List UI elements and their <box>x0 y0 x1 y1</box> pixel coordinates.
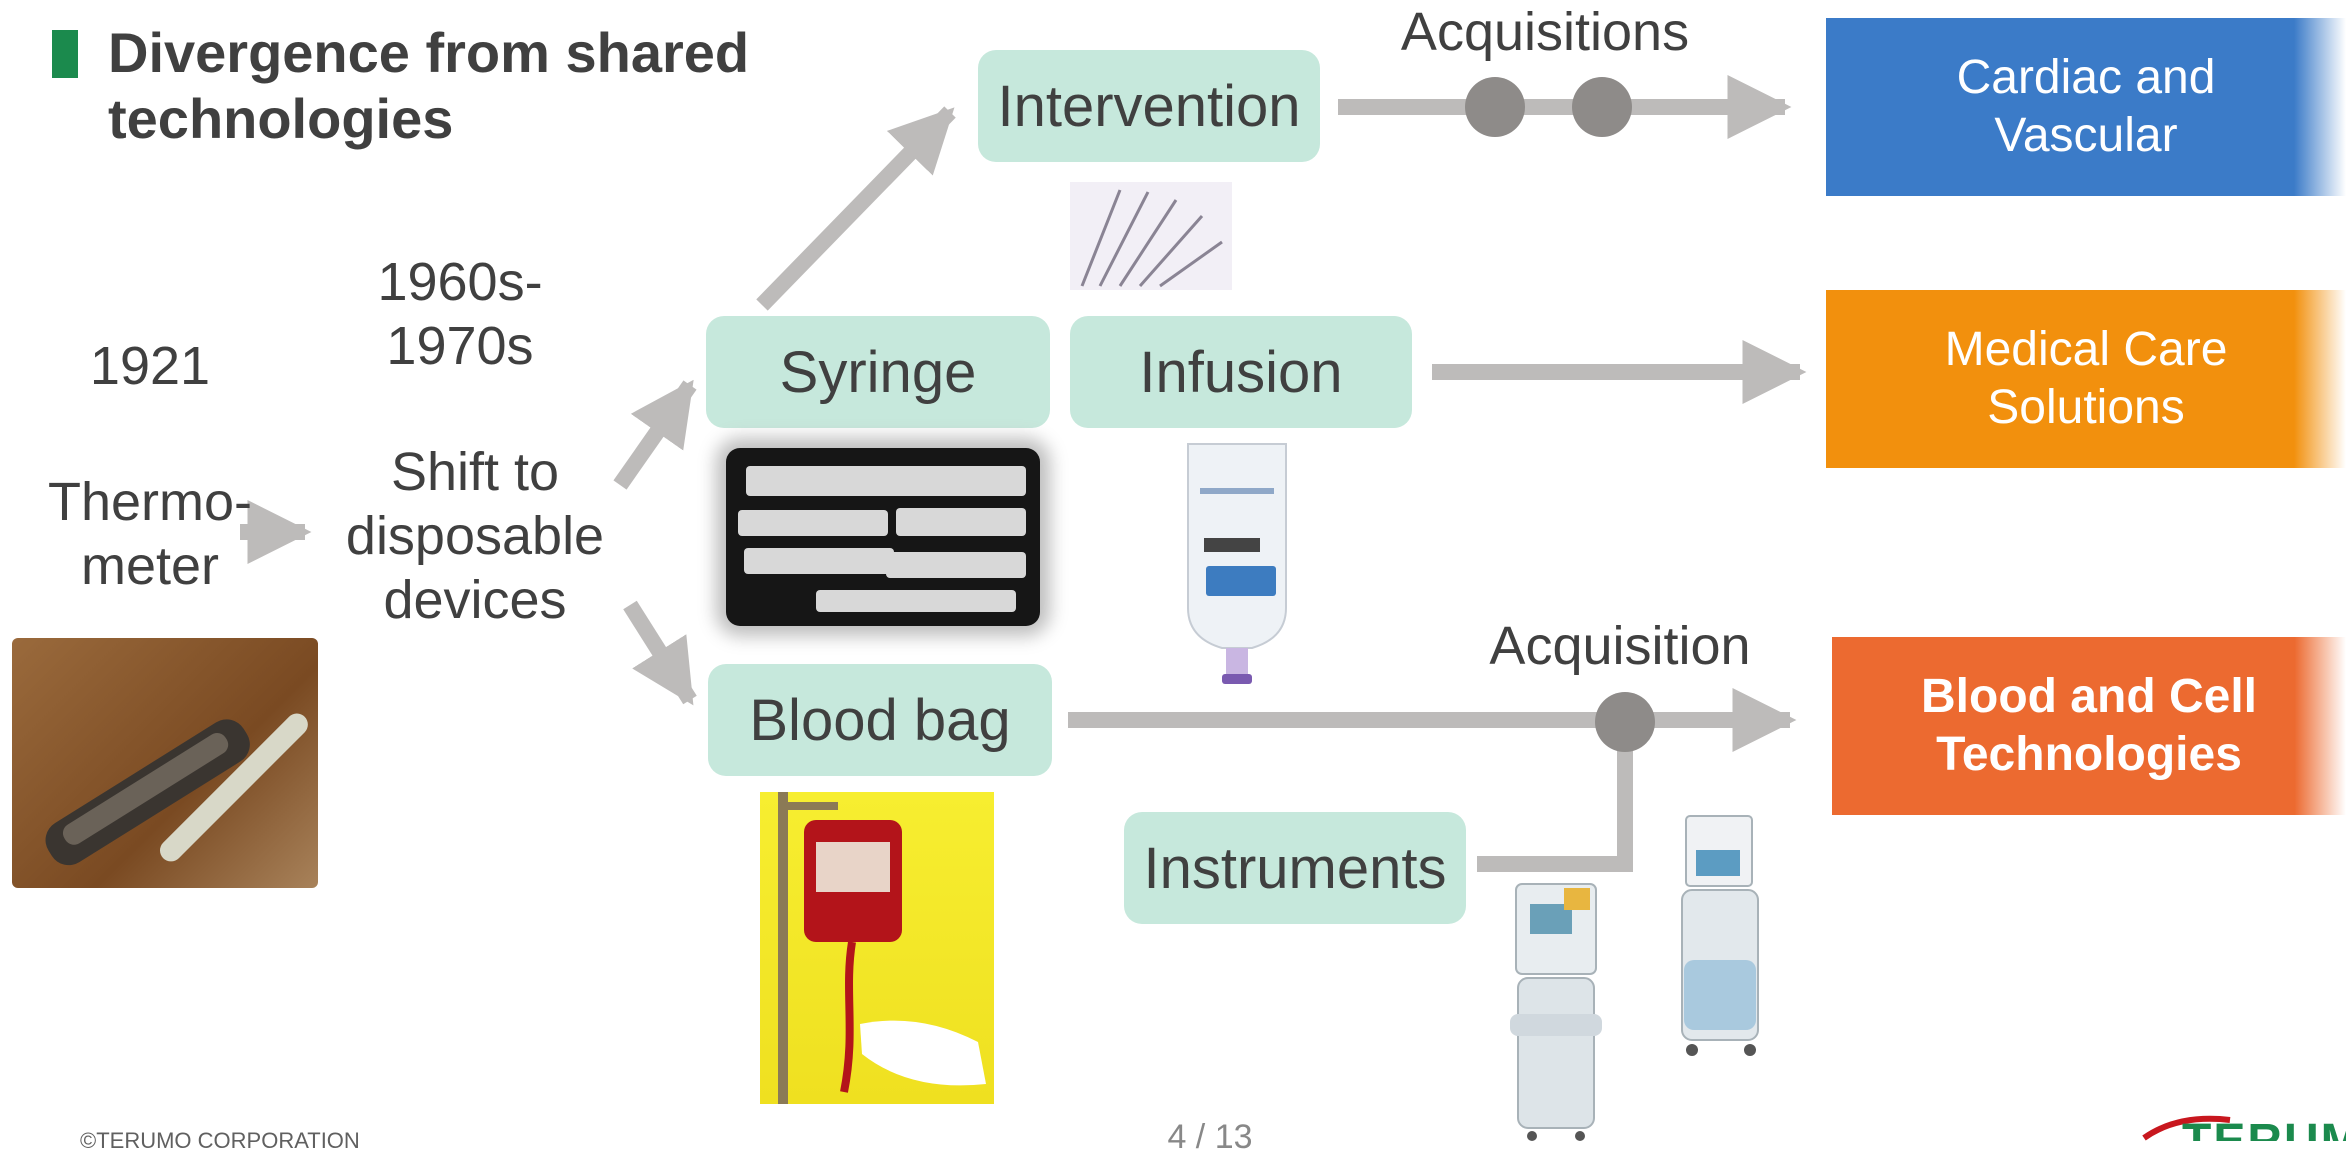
connector-instruments-to-acquisition <box>1477 722 1633 872</box>
node-syringe: Syringe <box>706 316 1050 428</box>
arrow-syringe-to-intervention <box>756 106 956 311</box>
copyright-text: ©TERUMO CORPORATION <box>80 1128 360 1153</box>
blood-bag-photo <box>760 792 994 1104</box>
outcome-blood-and-cell-technologies: Blood and Cell Technologies <box>1832 637 2346 815</box>
years-1960s-label: 1960s- 1970s <box>377 252 543 376</box>
page-title: Divergence from shared technologies <box>108 21 750 150</box>
acquisitions-label: Acquisitions <box>1400 2 1690 62</box>
acquisition-dot-1 <box>1465 77 1525 137</box>
year-1921-label: 1921 <box>89 336 211 396</box>
node-infusion: Infusion <box>1070 316 1412 428</box>
acquisition-dot-2 <box>1572 77 1632 137</box>
page-number: 4 / 13 <box>1167 1118 1253 1156</box>
outcome-cardiac-and-vascular: Cardiac and Vascular <box>1826 18 2346 196</box>
shift-label: Shift to disposable devices <box>345 442 605 630</box>
acquisition-dot-3 <box>1595 692 1655 752</box>
arrow-shift-to-blood-bag <box>623 600 697 706</box>
acquisition-label: Acquisition <box>1489 616 1751 676</box>
node-intervention: Intervention <box>978 50 1320 162</box>
terumo-logo: TERUMO <box>2138 1108 2346 1141</box>
node-blood-bag: Blood bag <box>708 664 1052 776</box>
syringe-photo <box>726 448 1040 626</box>
apheresis-machine-photo-1 <box>1508 874 1604 1141</box>
apheresis-machine-photo-2 <box>1666 810 1772 1060</box>
node-instruments: Instruments <box>1124 812 1466 924</box>
catheter-photo <box>1070 182 1232 290</box>
logo-text: TERUMO <box>2182 1114 2346 1141</box>
thermometer-photo <box>12 638 318 888</box>
outcome-medical-care-solutions: Medical Care Solutions <box>1826 290 2346 468</box>
thermometer-label: Thermo- meter <box>47 472 253 596</box>
arrow-shift-to-syringe <box>613 379 697 490</box>
title-marker <box>52 30 78 78</box>
infusion-bag-photo <box>1182 438 1292 686</box>
